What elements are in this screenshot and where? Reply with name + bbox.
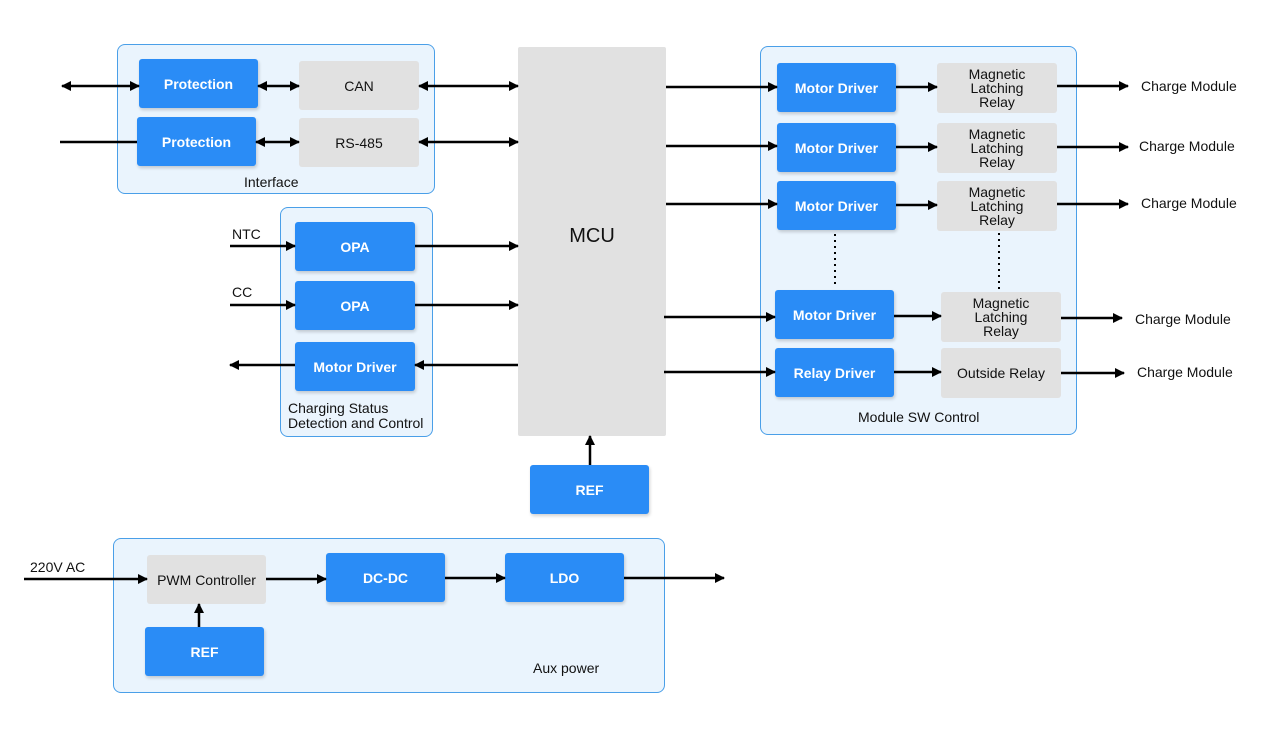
charge-module-label-2: Charge Module: [1139, 138, 1235, 154]
magnetic-latching-relay-block-3: Magnetic Latching Relay: [937, 181, 1057, 231]
protection-block-2: Protection: [137, 117, 256, 166]
opa-block-1: OPA: [295, 222, 415, 271]
charge-module-label-1: Charge Module: [1141, 78, 1237, 94]
motor-driver-block-3: Motor Driver: [777, 181, 896, 230]
motor-driver-block-1: Motor Driver: [777, 63, 896, 112]
opa-block-2: OPA: [295, 281, 415, 330]
outside-relay-block: Outside Relay: [941, 348, 1061, 398]
motor-driver-block-charging: Motor Driver: [295, 342, 415, 391]
motor-driver-block-2: Motor Driver: [777, 123, 896, 172]
ldo-block: LDO: [505, 553, 624, 602]
mcu-block: MCU: [518, 47, 666, 436]
magnetic-latching-relay-block-2: Magnetic Latching Relay: [937, 123, 1057, 173]
aux-ref-block: REF: [145, 627, 264, 676]
ac-input-label: 220V AC: [30, 559, 86, 575]
aux-power-group-label: Aux power: [533, 660, 600, 676]
pwm-controller-block: PWM Controller: [147, 555, 266, 604]
cc-label: CC: [232, 284, 253, 300]
dcdc-block: DC-DC: [326, 553, 445, 602]
can-block: CAN: [299, 61, 419, 110]
charge-module-label-4: Charge Module: [1135, 311, 1231, 327]
protection-block-1: Protection: [139, 59, 258, 108]
motor-driver-block-4: Motor Driver: [775, 290, 894, 339]
charge-module-label-3: Charge Module: [1141, 195, 1237, 211]
rs485-block: RS-485: [299, 118, 419, 167]
module-sw-control-group-label: Module SW Control: [858, 409, 980, 425]
interface-group-label: Interface: [244, 174, 299, 190]
mcu-ref-block: REF: [530, 465, 649, 514]
charging-status-group-label: Charging Status Detection and Control: [288, 400, 424, 431]
ntc-label: NTC: [232, 226, 261, 242]
charge-module-label-5: Charge Module: [1137, 364, 1233, 380]
relay-driver-block: Relay Driver: [775, 348, 894, 397]
magnetic-latching-relay-block-4: Magnetic Latching Relay: [941, 292, 1061, 342]
magnetic-latching-relay-block-1: Magnetic Latching Relay: [937, 63, 1057, 113]
